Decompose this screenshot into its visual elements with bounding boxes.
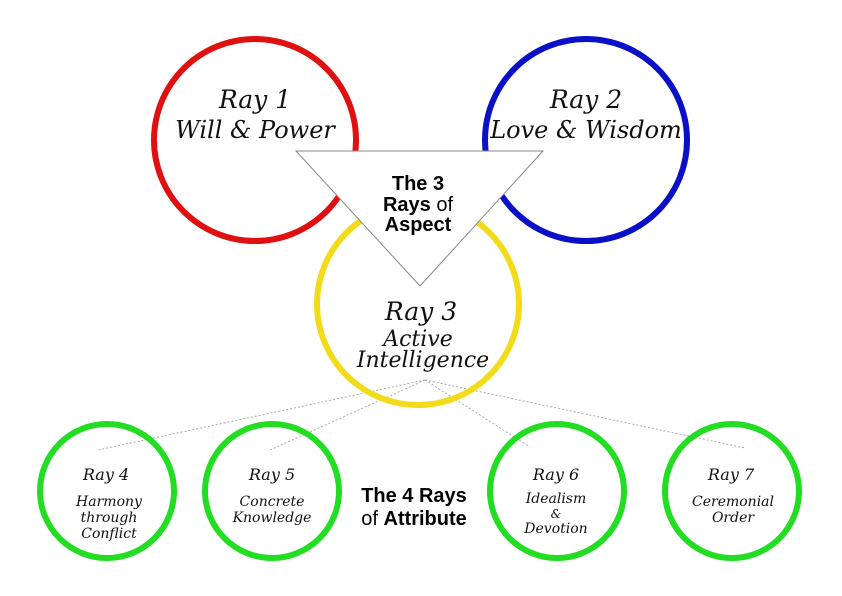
aspect-label-of: of (431, 194, 454, 216)
aspect-label-rays: Rays (383, 194, 431, 216)
ray-4-line-2: through (81, 510, 138, 526)
aspect-label-line-1: The 3 (392, 173, 444, 195)
ray-5-line-1: Concrete (240, 494, 305, 510)
ray-4-line-3: Conflict (81, 526, 137, 542)
ray-4-circle (37, 421, 177, 561)
attribute-label: The 4 Rays of Attribute (361, 485, 467, 530)
ray-5-title: Ray 5 (248, 465, 295, 484)
ray-7-circle (662, 421, 802, 561)
connector-lines (97, 379, 746, 451)
ray-3-title: Ray 3 (384, 297, 457, 326)
ray-3-subtitle-line-1: Active (381, 327, 453, 352)
ray-3-subtitle-line-2: Intelligence (356, 348, 489, 373)
ray-6-line-2: & (551, 507, 562, 521)
ray-6-title: Ray 6 (532, 465, 579, 484)
ray-4-title: Ray 4 (82, 465, 129, 484)
ray-2-circle (482, 36, 690, 244)
ray-4-line-1: Harmony (75, 494, 143, 510)
ray-1-subtitle: Will & Power (175, 116, 336, 144)
ray-5-circle (202, 421, 342, 561)
attribute-label-of: of (361, 508, 383, 530)
ray-6-line-3: Devotion (523, 521, 587, 537)
attribute-label-line-1: The 4 Rays (361, 485, 467, 507)
ray-2-subtitle: Love & Wisdom (489, 116, 682, 144)
ray-7-line-1: Ceremonial (692, 494, 774, 510)
connector-ray-6 (424, 379, 531, 448)
aspect-label-line-3: Aspect (385, 214, 452, 236)
ray-2-title: Ray 2 (549, 85, 622, 114)
ray-1-title: Ray 1 (218, 85, 291, 114)
attribute-label-attribute: Attribute (383, 508, 466, 530)
aspect-triangle (294, 150, 545, 287)
aspect-label: The 3 Rays of Aspect (383, 173, 453, 236)
connector-ray-5 (269, 379, 426, 451)
aspect-label-line-2: Rays of (383, 194, 453, 216)
ray-7-title: Ray 7 (707, 465, 755, 484)
attribute-label-line-2: of Attribute (361, 508, 467, 530)
ray-6-line-1: Idealism (525, 491, 587, 507)
ray-5-line-2: Knowledge (232, 510, 312, 526)
ray-6-circle (487, 421, 627, 561)
ray-7-line-2: Order (712, 510, 755, 526)
ray-1-circle (151, 36, 359, 244)
